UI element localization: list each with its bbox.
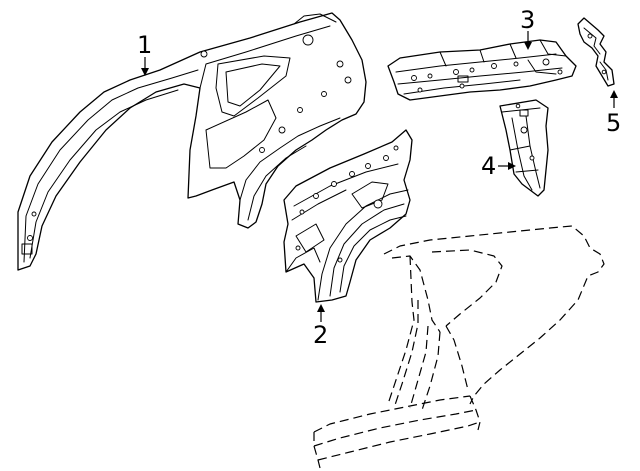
part-3-upper-rail[interactable] <box>387 39 577 101</box>
part-2-wheelhouse-panel[interactable] <box>283 129 413 303</box>
callout-5-label: 5 <box>606 109 621 137</box>
callout-5: 5 <box>606 90 621 137</box>
callout-1-label: 1 <box>137 31 152 59</box>
part-1-quarter-inner-panel[interactable] <box>17 12 367 271</box>
callout-2-label: 2 <box>313 321 328 349</box>
callout-4: 4 <box>481 152 516 180</box>
callout-4-label: 4 <box>481 152 496 180</box>
part-4-pillar-reinforcement[interactable] <box>499 99 549 197</box>
callout-3-label: 3 <box>520 6 535 34</box>
callout-1: 1 <box>137 31 152 76</box>
callout-3: 3 <box>520 6 535 50</box>
part-5-bracket[interactable] <box>577 17 615 87</box>
callout-2: 2 <box>313 304 328 349</box>
phantom-outer-quarter-panel <box>313 225 605 469</box>
